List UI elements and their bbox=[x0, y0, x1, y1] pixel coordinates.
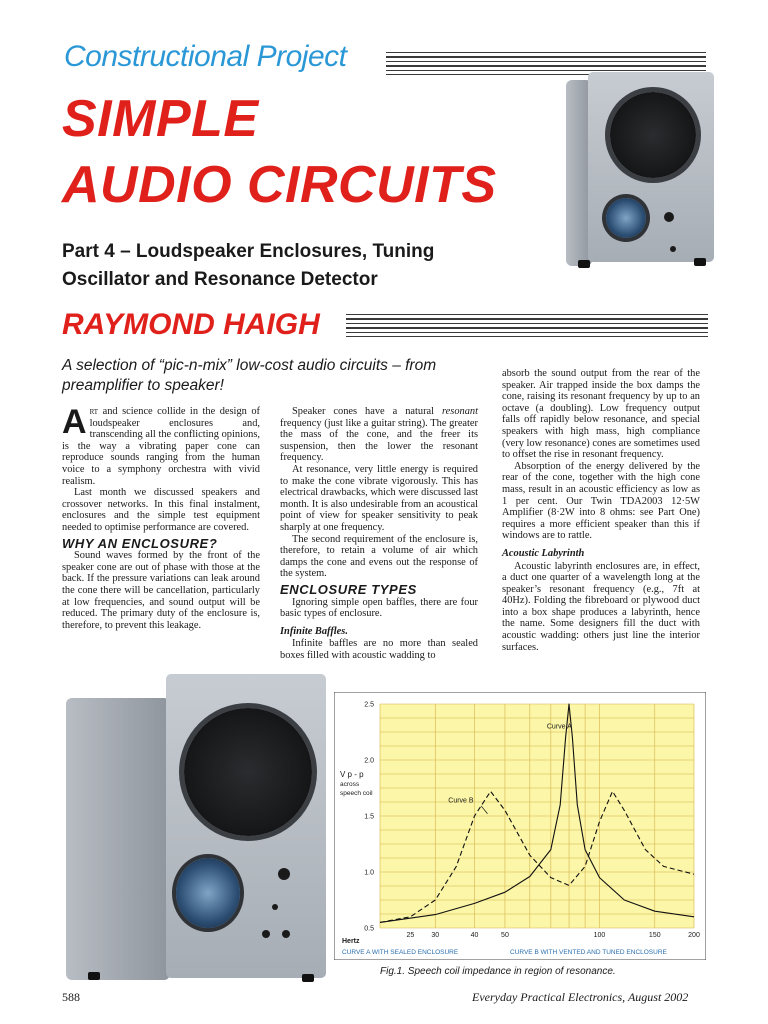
control-knob bbox=[664, 212, 674, 222]
chart-grid bbox=[379, 703, 695, 929]
standfirst: A selection of “pic-n-mix” low-cost audi… bbox=[62, 357, 437, 394]
section-heading: WHY AN ENCLOSURE? bbox=[62, 535, 218, 551]
y-tick-label: 1.5 bbox=[364, 814, 374, 821]
control-knob bbox=[262, 930, 270, 938]
y-tick-label: 2.5 bbox=[364, 702, 374, 709]
sub-heading: Acoustic Labyrinth bbox=[502, 547, 585, 559]
subtitle: Part 4 – Loudspeaker Enclosures, Tuning … bbox=[62, 241, 435, 290]
author-rules bbox=[346, 314, 708, 338]
y-tick-label: 1.0 bbox=[364, 870, 374, 877]
paragraph: Ignoring simple open baffles, there are … bbox=[280, 596, 478, 620]
y-tick-label: 2.0 bbox=[364, 758, 374, 765]
series-line-curve-a bbox=[379, 703, 695, 923]
paragraph: Absorption of the energy delivered by th… bbox=[502, 460, 700, 542]
speaker-cabinet-photo-top bbox=[566, 60, 716, 268]
paragraph: Last month we discussed speakers and cro… bbox=[62, 487, 260, 533]
meter-dial bbox=[176, 858, 240, 928]
speaker-grille bbox=[184, 708, 312, 836]
kicker: Constructional Project bbox=[64, 40, 347, 73]
column-3: absorb the sound output from the rear of… bbox=[502, 368, 700, 653]
title-line-2: AUDIO CIRCUITS bbox=[62, 156, 497, 214]
paragraph: absorb the sound output from the rear of… bbox=[502, 368, 700, 461]
speaker-cabinet-photo-bottom bbox=[66, 672, 328, 984]
curve-b-pointer bbox=[480, 805, 488, 814]
series-line-curve-b bbox=[379, 790, 695, 923]
control-knob bbox=[278, 868, 290, 880]
x-tick-label: 40 bbox=[471, 932, 479, 939]
x-tick-label: 150 bbox=[649, 932, 661, 939]
control-knob bbox=[282, 930, 290, 938]
figure-caption: Fig.1. Speech coil impedance in region o… bbox=[380, 966, 616, 977]
paragraph: At resonance, very little energy is requ… bbox=[280, 463, 478, 533]
curve-b-label: Curve B bbox=[448, 798, 474, 805]
y-axis-label: across bbox=[340, 781, 360, 788]
page-number: 588 bbox=[62, 990, 80, 1004]
x-tick-label: 50 bbox=[501, 932, 509, 939]
impedance-chart: 2.5 2.0 1.5 1.0 0.5 25 30 40 50 100 150 200 V p - … bbox=[334, 692, 706, 960]
x-tick-label: 25 bbox=[407, 932, 415, 939]
legend-curve-b: CURVE B WITH VENTED AND TUNED ENCLOSURE bbox=[510, 949, 668, 956]
section-heading: ENCLOSURE TYPES bbox=[280, 581, 417, 597]
paragraph: Sound waves formed by the front of the s… bbox=[62, 550, 260, 631]
x-axis-label: Hertz bbox=[342, 938, 360, 945]
header-rules bbox=[386, 52, 706, 76]
x-tick-label: 30 bbox=[431, 932, 439, 939]
paragraph: Acoustic labyrinth enclosures are, in ef… bbox=[502, 560, 700, 653]
meter-dial bbox=[606, 198, 646, 238]
x-tick-label: 100 bbox=[594, 932, 606, 939]
title-line-1: SIMPLE bbox=[62, 90, 259, 148]
paragraph: The second requirement of the enclosure … bbox=[280, 533, 478, 580]
paragraph: Infinite baffles are no more than sealed… bbox=[280, 638, 478, 661]
sub-heading: Infinite Baffles. bbox=[280, 625, 348, 637]
column-2: Speaker cones have a natural resonant fr… bbox=[280, 406, 478, 661]
legend-curve-a: CURVE A WITH SEALED ENCLOSURE bbox=[342, 949, 459, 956]
y-axis-label: V p - p bbox=[340, 770, 364, 779]
y-tick-label: 0.5 bbox=[364, 926, 374, 933]
speaker-grille bbox=[610, 92, 696, 178]
author: RAYMOND HAIGH bbox=[62, 308, 320, 341]
x-tick-label: 200 bbox=[688, 932, 700, 939]
control-knob bbox=[272, 904, 278, 910]
control-knob bbox=[670, 246, 676, 252]
drop-cap: A bbox=[62, 403, 87, 441]
y-axis-label: speech coil bbox=[340, 790, 373, 797]
paragraph: Speaker cones have a natural resonant fr… bbox=[280, 406, 478, 464]
curve-a-label: Curve A bbox=[547, 724, 572, 731]
journal-footer: Everyday Practical Electronics, August 2… bbox=[472, 990, 689, 1004]
